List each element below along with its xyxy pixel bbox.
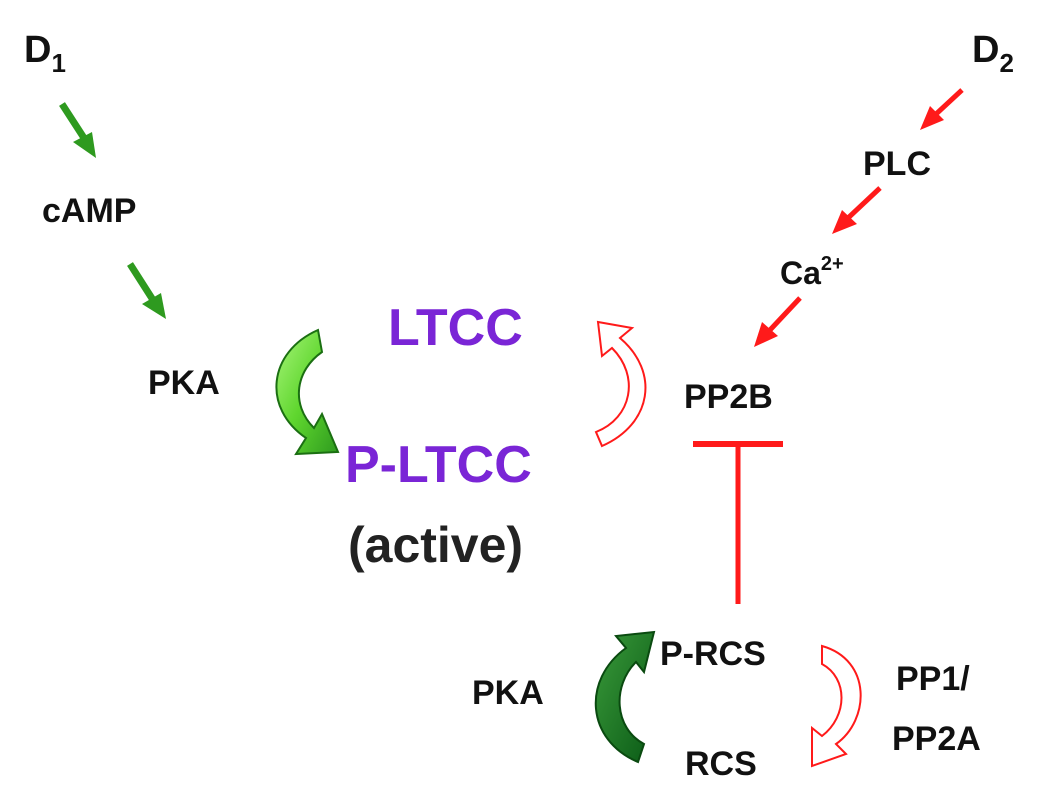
d2-label: D2 [972, 29, 1014, 78]
pka-top-label: PKA [148, 364, 220, 402]
rcs-label: RCS [685, 745, 757, 783]
pka-bottom-label: PKA [472, 674, 544, 712]
pp2b-label: PP2B [684, 378, 773, 416]
d1-label: D1 [24, 29, 66, 78]
arrow-camp-to-pka [127, 262, 166, 319]
ca-label: Ca2+ [780, 253, 844, 291]
camp-label: cAMP [42, 192, 136, 230]
arrow-ca-to-pp2b [754, 296, 802, 347]
arrow-d2-to-plc [920, 88, 964, 130]
pp2a-label: PP2A [892, 720, 981, 758]
p-rcs-label: P-RCS [660, 635, 766, 673]
arrow-plc-to-ca [832, 186, 882, 234]
pp1-label: PP1/ [896, 660, 970, 698]
inhibition-bar [693, 441, 783, 604]
active-label: (active) [348, 517, 523, 573]
curved-arrow-pp1-rcs [811, 644, 862, 768]
curved-arrow-pka-rcs [594, 630, 656, 764]
curved-arrow-pp2b-ltcc [594, 320, 647, 448]
p-ltcc-label: P-LTCC [345, 436, 532, 494]
ltcc-label: LTCC [388, 299, 523, 357]
arrow-d1-to-camp [59, 102, 96, 158]
curved-arrow-pka-ltcc [275, 328, 340, 456]
plc-label: PLC [863, 145, 931, 183]
